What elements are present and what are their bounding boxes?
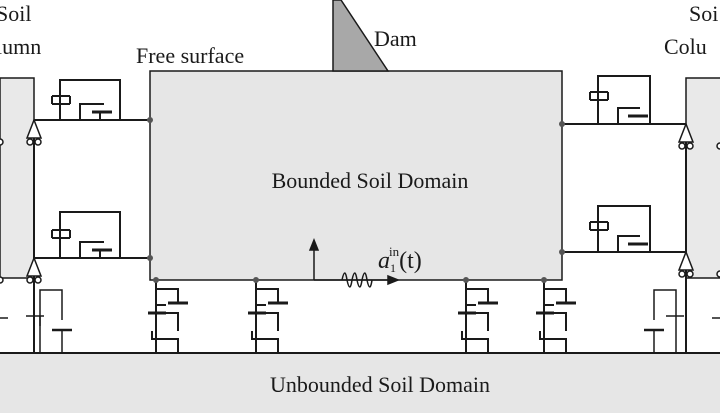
right-soil-column-label-2: Colu [664,34,707,59]
unbounded-soil-domain-label: Unbounded Soil Domain [270,372,490,397]
left-soil-column [0,77,35,279]
excitation-symbol: a [378,248,390,274]
right-soil-column-label: Soi [689,1,719,26]
excitation-label: a1 in(t) [378,244,422,276]
unbounded-soil-domain [0,353,720,413]
left-soil-column-label: Soil [0,1,32,26]
left-links [33,79,150,353]
dam-label: Dam [374,26,417,51]
left-soil-column-label-2: lumn [0,34,42,59]
column-base-dampers [0,289,720,353]
right-links [562,75,687,353]
right-soil-column [685,77,720,279]
bounded-soil-domain [149,70,563,281]
connection-nodes [147,117,565,283]
excitation-subscript: 1 [390,261,396,275]
dam-shape [332,0,390,72]
wave-signal [341,272,373,288]
free-surface-label: Free surface [136,43,245,68]
excitation-argument: (t) [399,248,422,274]
bottom-dampers [148,280,576,353]
bounded-soil-domain-label: Bounded Soil Domain [271,168,469,193]
roller-supports [0,117,720,284]
excitation-arrows [308,237,401,288]
excitation-superscript: in [389,244,400,259]
